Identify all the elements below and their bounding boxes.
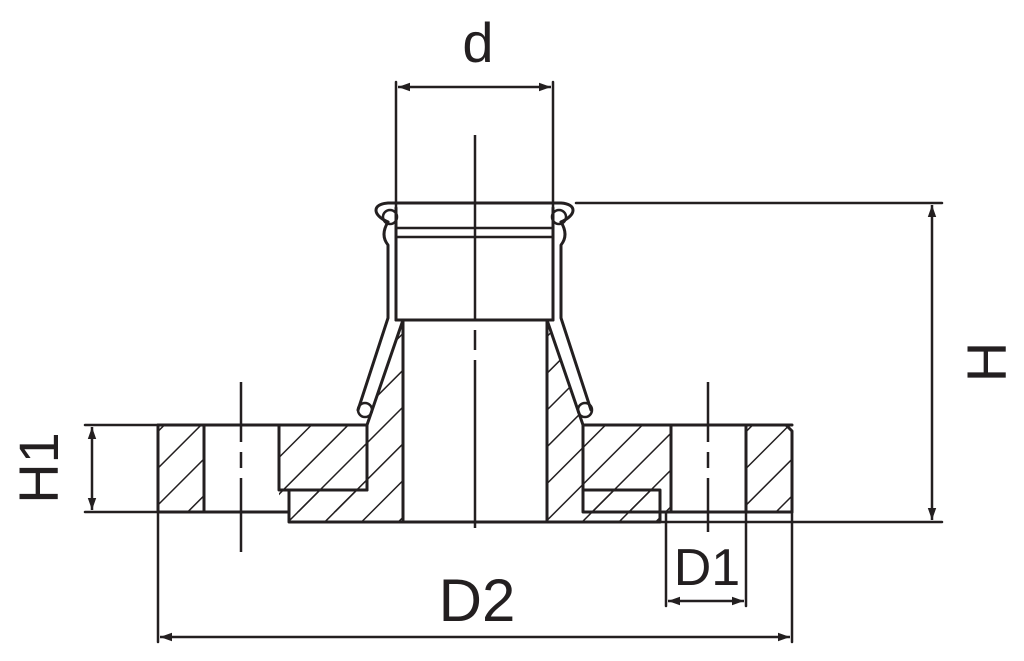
label-H: H — [955, 342, 1018, 382]
weld-point-right — [576, 401, 594, 419]
dimension-H: H — [574, 201, 1018, 524]
o-ring-left — [381, 208, 399, 226]
label-D1: D1 — [674, 539, 740, 597]
label-H1: H1 — [7, 432, 70, 504]
dimension-D1: D1 — [664, 510, 748, 608]
dimension-H1: H1 — [7, 423, 160, 514]
label-D2: D2 — [439, 567, 516, 634]
dimension-d: d — [394, 11, 555, 210]
stub-end-left — [287, 318, 405, 524]
flange-outline — [156, 423, 794, 514]
stub-end-right — [545, 318, 662, 524]
label-d: d — [462, 11, 493, 74]
weld-point-left — [356, 401, 374, 419]
o-ring-right — [550, 208, 568, 226]
dimension-D2: D2 — [156, 510, 794, 644]
center-lines — [239, 135, 710, 552]
